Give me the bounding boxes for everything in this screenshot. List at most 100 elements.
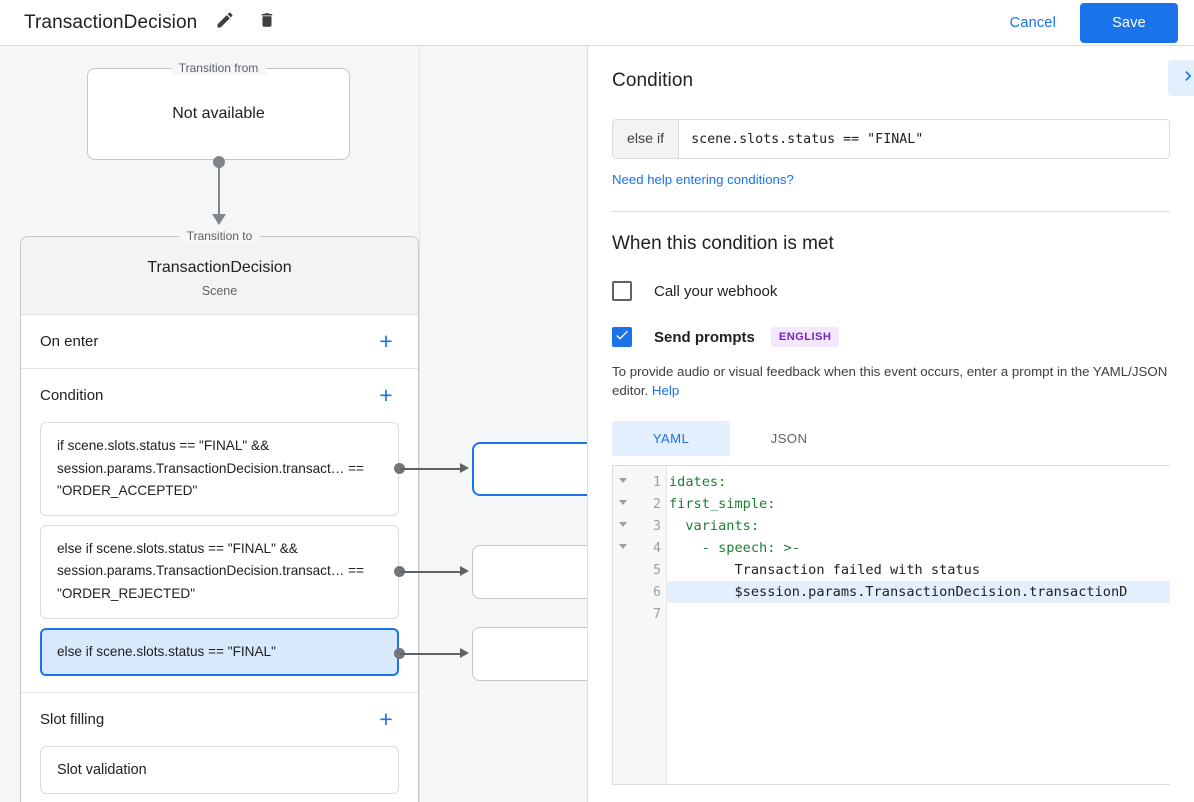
panel-title: Condition bbox=[612, 70, 694, 91]
delete-button[interactable] bbox=[253, 9, 281, 37]
target-node[interactable] bbox=[472, 627, 588, 681]
transition-from-legend: Transition from bbox=[170, 61, 267, 75]
code-text: variants: bbox=[669, 518, 760, 534]
section-label-condition: Condition bbox=[40, 387, 104, 404]
line-number: 5 bbox=[653, 562, 661, 578]
gutter-line: 6 bbox=[613, 581, 666, 603]
gutter-line: 2 bbox=[613, 493, 666, 515]
check-icon bbox=[614, 327, 630, 348]
section-slot-filling: Slot filling + Slot validation bbox=[21, 693, 418, 795]
code-line[interactable]: $session.params.TransactionDecision.tran… bbox=[667, 581, 1170, 603]
code-line[interactable]: variants: bbox=[667, 515, 1170, 537]
line-number: 3 bbox=[653, 518, 661, 534]
condition-input-row[interactable]: else if bbox=[612, 119, 1170, 159]
tab-json[interactable]: JSON bbox=[770, 431, 808, 446]
fold-arrow-icon[interactable] bbox=[619, 544, 627, 549]
condition-edge-arrow-icon bbox=[460, 463, 469, 473]
add-slot-filling-button[interactable]: + bbox=[379, 706, 393, 733]
gutter-line: 1 bbox=[613, 471, 666, 493]
code-editor[interactable]: 1 2 3 4 5 6 7 idates: first_simple: variants: -… bbox=[612, 465, 1170, 785]
transition-from-value: Not available bbox=[172, 105, 265, 122]
condition-edge-line bbox=[400, 468, 462, 470]
condition-node-dot[interactable] bbox=[394, 463, 405, 474]
tab-yaml[interactable]: YAML bbox=[612, 421, 730, 456]
code-line[interactable] bbox=[667, 603, 1170, 625]
collapse-panel-button[interactable] bbox=[1168, 60, 1194, 96]
slot-validation-card[interactable]: Slot validation bbox=[40, 746, 399, 795]
fold-arrow-icon[interactable] bbox=[619, 500, 627, 505]
send-prompts-checkbox[interactable] bbox=[612, 327, 632, 347]
condition-node-dot[interactable] bbox=[394, 648, 405, 659]
code-line[interactable]: - speech: >- bbox=[667, 537, 1170, 559]
code-text: - speech: >- bbox=[669, 540, 800, 556]
call-webhook-checkbox[interactable] bbox=[612, 281, 632, 301]
canvas-guide-line bbox=[419, 46, 420, 802]
line-number: 7 bbox=[653, 606, 661, 622]
condition-card[interactable]: else if scene.slots.status == "FINAL" &&… bbox=[40, 524, 399, 619]
section-header-slot-filling: Slot filling + bbox=[40, 693, 399, 746]
call-webhook-label: Call your webhook bbox=[654, 282, 778, 300]
condition-card-selected[interactable]: else if scene.slots.status == "FINAL" bbox=[40, 627, 399, 677]
section-label-slot-filling: Slot filling bbox=[40, 711, 105, 729]
connector-arrow-icon bbox=[212, 214, 226, 225]
section-header-condition: Condition + bbox=[40, 369, 399, 422]
code-line[interactable]: Transaction failed with status bbox=[667, 559, 1170, 581]
page-title: TransactionDecision bbox=[24, 11, 198, 33]
pencil-icon bbox=[215, 10, 235, 35]
line-number: 6 bbox=[653, 584, 661, 600]
prompts-help-link[interactable]: Help bbox=[651, 383, 680, 398]
gutter-line: 4 bbox=[613, 537, 666, 559]
transition-to-card[interactable]: Transition to TransactionDecision Scene bbox=[21, 229, 418, 315]
scene-subtitle: Scene bbox=[201, 284, 238, 298]
section-on-enter: On enter + bbox=[21, 315, 418, 369]
editor-gutter[interactable]: 1 2 3 4 5 6 7 bbox=[613, 466, 667, 784]
condition-edge-line bbox=[400, 571, 462, 573]
language-badge: ENGLISH bbox=[770, 327, 840, 347]
transition-from-card[interactable]: Transition from Not available bbox=[87, 61, 350, 160]
send-prompts-row: Send prompts ENGLISH bbox=[612, 327, 1170, 347]
add-on-enter-button[interactable]: + bbox=[379, 328, 393, 354]
code-line[interactable]: first_simple: bbox=[667, 493, 1170, 515]
condition-prefix-label: else if bbox=[613, 120, 680, 158]
webhook-row: Call your webhook bbox=[612, 281, 1170, 301]
save-button[interactable]: Save bbox=[1080, 2, 1178, 43]
scene-graph-canvas[interactable]: Transition from Not available Transition… bbox=[0, 46, 588, 802]
condition-expression-input[interactable] bbox=[679, 120, 1169, 158]
section-header-on-enter: On enter + bbox=[40, 315, 399, 368]
line-number: 2 bbox=[653, 496, 661, 512]
condition-edge-arrow-icon bbox=[460, 648, 469, 658]
code-line[interactable]: idates: bbox=[667, 471, 1170, 493]
fold-arrow-icon[interactable] bbox=[619, 478, 627, 483]
scene-panel: Transition to TransactionDecision Scene … bbox=[20, 229, 419, 802]
edit-name-button[interactable] bbox=[211, 9, 239, 37]
trash-icon bbox=[258, 10, 276, 35]
condition-help-link[interactable]: Need help entering conditions? bbox=[612, 172, 794, 187]
condition-edge-line bbox=[400, 653, 462, 655]
condition-node-dot[interactable] bbox=[394, 566, 405, 577]
panel-header: Condition else if Need help entering con… bbox=[588, 46, 1194, 212]
code-text: $session.params.TransactionDecision.tran… bbox=[669, 584, 1128, 600]
chevron-right-icon bbox=[1178, 66, 1194, 91]
transition-to-legend: Transition to bbox=[178, 229, 261, 243]
condition-card[interactable]: if scene.slots.status == "FINAL" && sess… bbox=[40, 422, 399, 516]
target-node-selected[interactable] bbox=[472, 442, 588, 496]
target-node[interactable] bbox=[472, 545, 588, 599]
gutter-line: 3 bbox=[613, 515, 666, 537]
fold-arrow-icon[interactable] bbox=[619, 522, 627, 527]
line-number: 1 bbox=[653, 474, 661, 490]
send-prompts-label: Send prompts bbox=[654, 328, 755, 346]
gutter-line: 7 bbox=[613, 603, 666, 625]
section-label-on-enter: On enter bbox=[40, 333, 99, 350]
panel-body: When this condition is met Call your web… bbox=[588, 233, 1194, 785]
cancel-button[interactable]: Cancel bbox=[996, 7, 1070, 39]
condition-edge-arrow-icon bbox=[460, 566, 469, 576]
code-text: idates: bbox=[669, 474, 727, 490]
section-condition: Condition + if scene.slots.status == "FI… bbox=[21, 369, 418, 694]
add-condition-button[interactable]: + bbox=[379, 382, 393, 408]
editor-code-area[interactable]: idates: first_simple: variants: - speech:… bbox=[667, 466, 1170, 784]
gutter-line: 5 bbox=[613, 559, 666, 581]
line-number: 4 bbox=[653, 540, 661, 556]
connector-line bbox=[218, 160, 220, 220]
app-header: TransactionDecision Cancel Save bbox=[0, 0, 1194, 46]
